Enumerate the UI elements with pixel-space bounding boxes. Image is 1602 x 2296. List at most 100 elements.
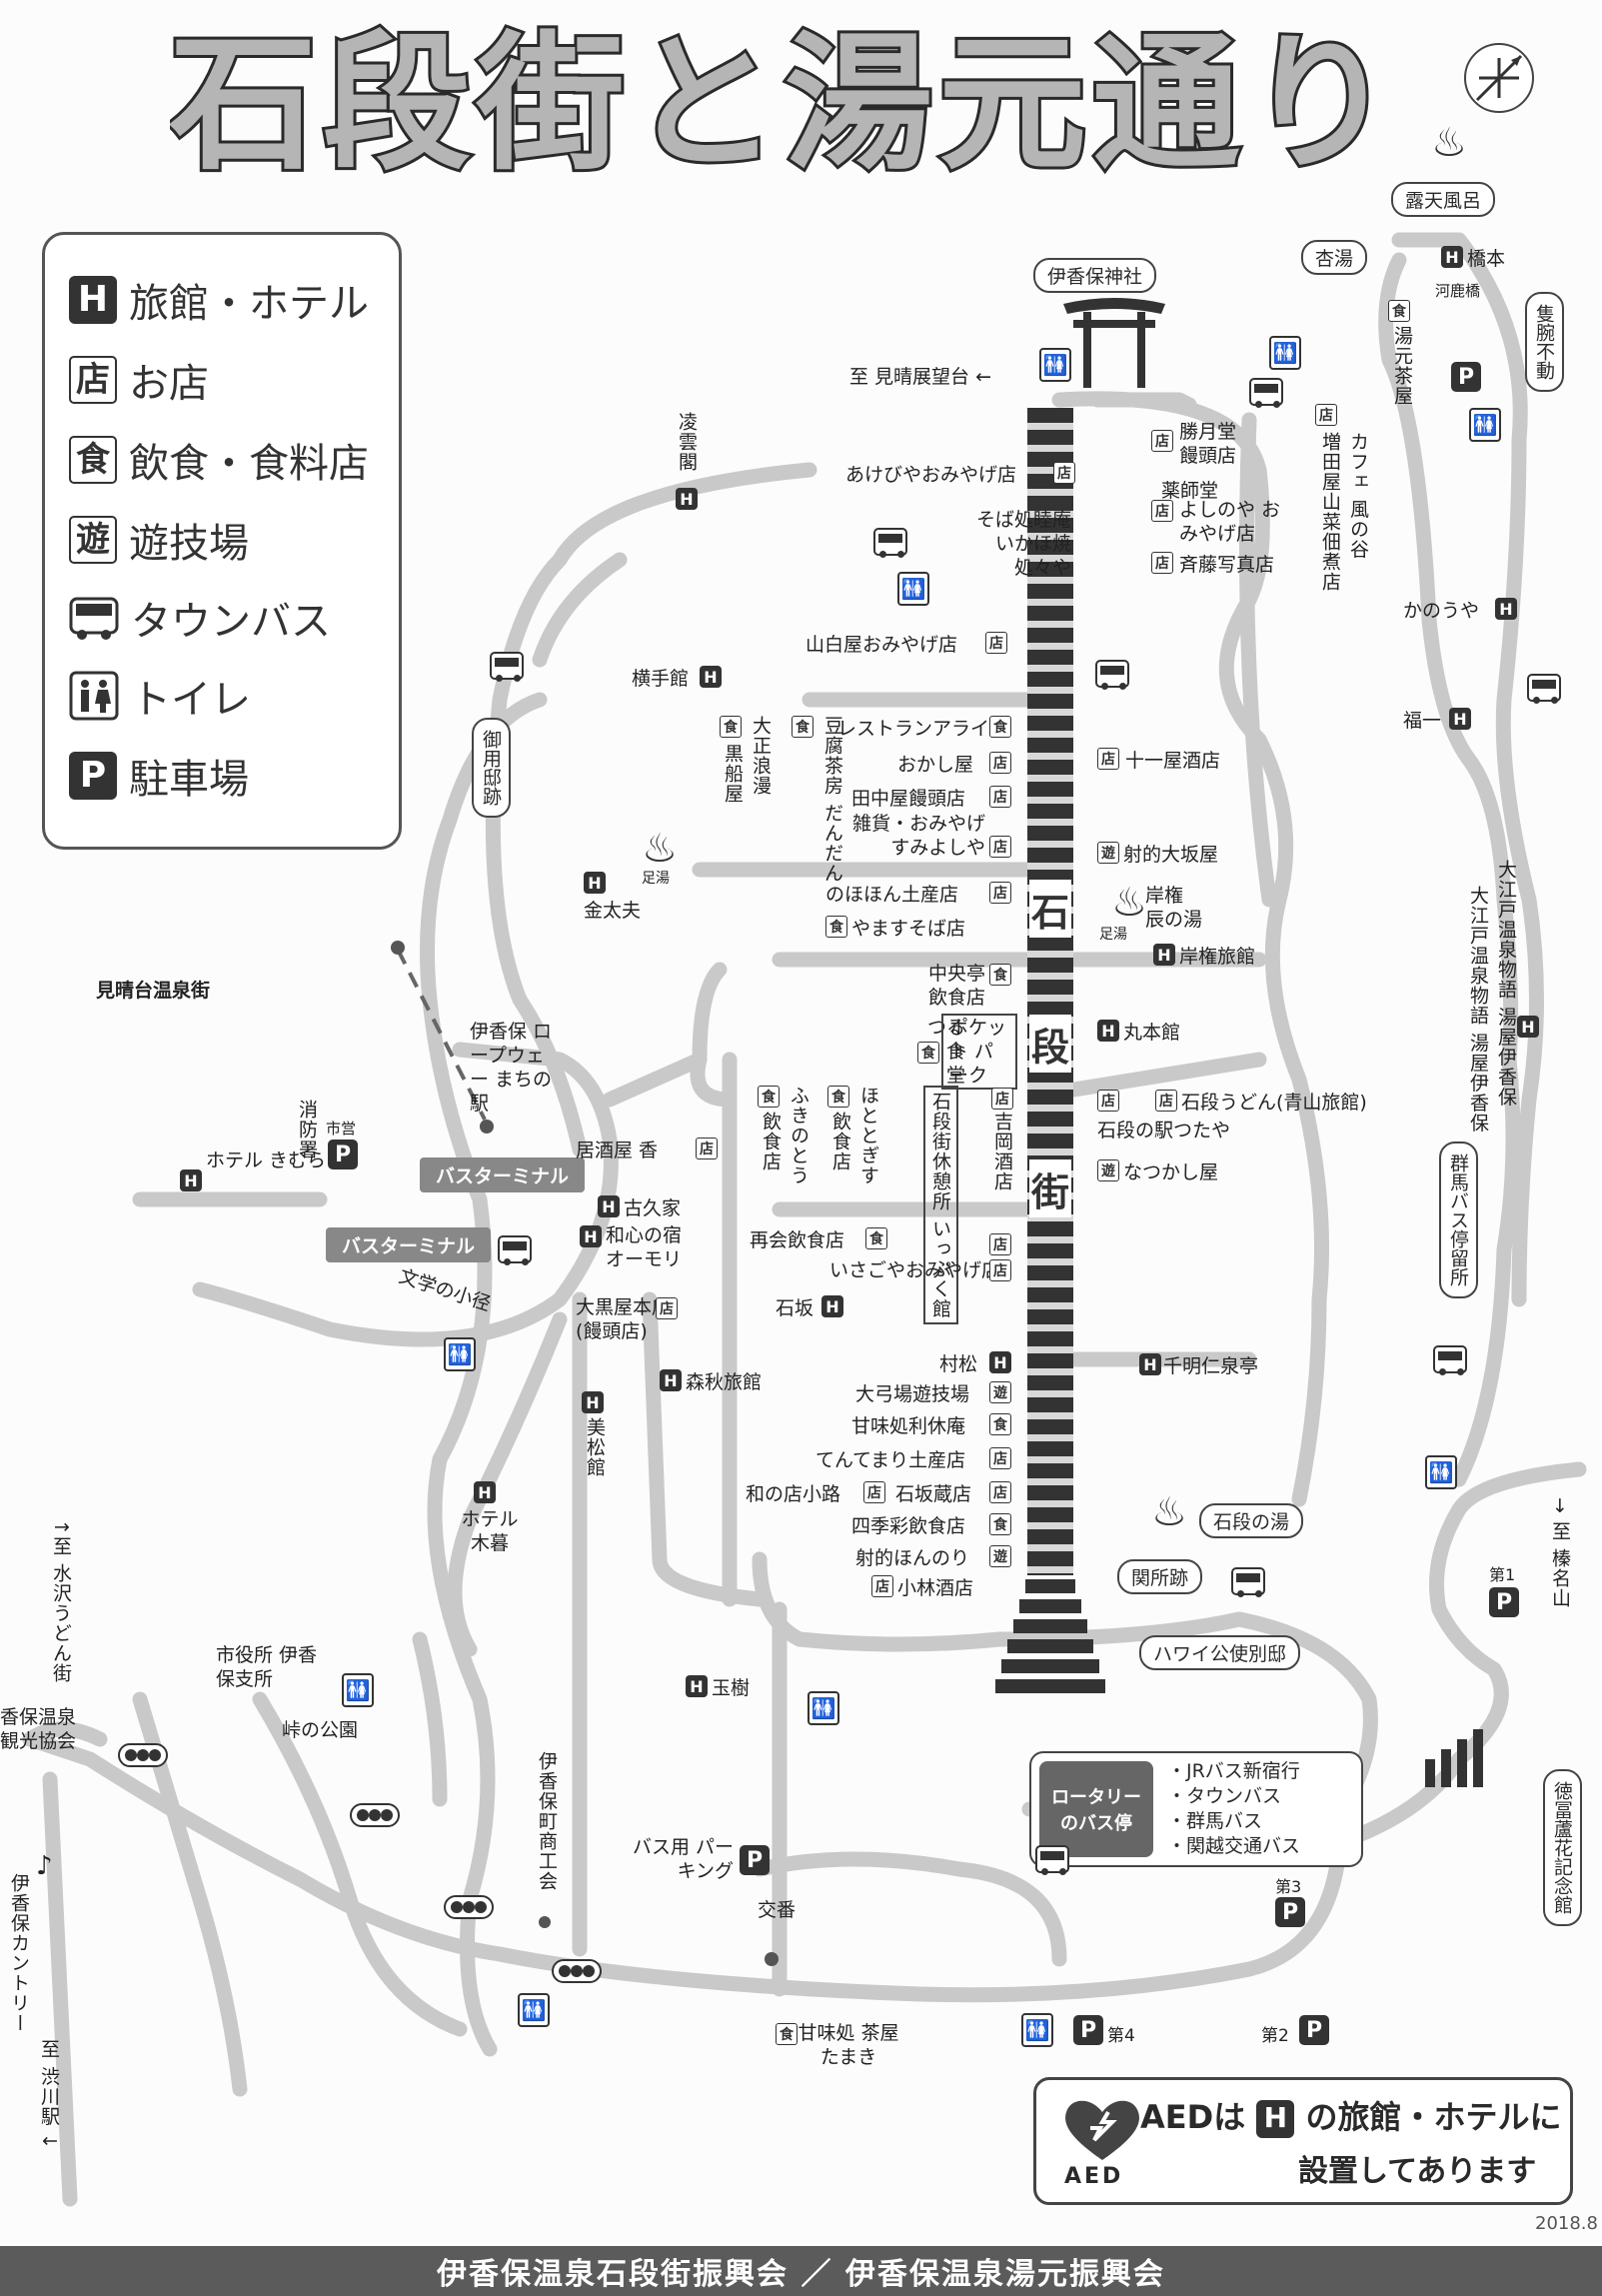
hot-spring-icon: ♨ <box>1431 120 1467 166</box>
traffic-light-icon <box>350 1803 400 1827</box>
rotary-bus-stop: ロータリー のバス停 ・JRバス新宿行 ・タウンバス ・群馬バス ・関越交通バス <box>1029 1751 1363 1867</box>
bus-icon <box>490 652 524 682</box>
bus-icon <box>1231 1567 1265 1597</box>
hashimoto-label: 橋本 <box>1467 248 1506 270</box>
legend-label: トイレ <box>131 677 251 723</box>
goyoutei-label: 御用邸跡 <box>472 718 511 818</box>
rotary-route: ・群馬バス <box>1167 1810 1263 1832</box>
parking-icon: P <box>1489 1587 1519 1617</box>
shop-icon: 店 <box>1151 430 1173 452</box>
toilet-icon: 🚻 <box>897 572 929 606</box>
kouyu-label: 杏湯 <box>1301 240 1368 275</box>
pocket-park-label: ポケット パーク <box>941 1014 1017 1090</box>
juichiya-label: 十一屋酒店 <box>1125 750 1221 772</box>
stone-steps-label: 段 <box>1029 1015 1071 1073</box>
bus-terminal-label: バスターミナル <box>326 1227 492 1262</box>
senmyoujin-label: 千明仁泉亭 <box>1163 1355 1259 1377</box>
washin-label: 和心の宿 オーモリ <box>606 1224 683 1270</box>
shoukoukai-label: 伊香保町商工会 <box>536 1751 558 1891</box>
bus-icon <box>1249 378 1283 408</box>
traffic-light-icon <box>444 1895 494 1919</box>
amusement-icon: 遊 <box>1097 842 1119 864</box>
shobousho-label: 消防署 <box>296 1100 318 1159</box>
toilet-icon: 🚻 <box>807 1691 839 1725</box>
restaurant-icon: 食 <box>989 964 1011 986</box>
katsumatado-label: 勝月堂 饅頭店 <box>1179 421 1237 467</box>
hotel-icon: H <box>1449 708 1471 730</box>
restaurant-icon: 食 <box>720 716 742 738</box>
restaurant-icon: 食 <box>989 1513 1011 1535</box>
masuda-label: 増田屋山菜佃煮店 <box>1319 432 1341 592</box>
steps-base <box>995 1579 1105 1693</box>
kokyuya-label: 古久家 <box>624 1197 682 1219</box>
amusement-icon: 遊 <box>989 1381 1011 1403</box>
legend-item-amusement: 遊 遊技場 <box>69 511 249 569</box>
saikai-label: 再会飲食店 <box>750 1229 845 1251</box>
hototogisu-label: ほととぎす <box>857 1086 879 1185</box>
kishigon-tatsu-label: 岸権 辰の湯 <box>1145 885 1203 931</box>
legend-label: お店 <box>129 361 209 407</box>
hotel-icon: H <box>180 1169 202 1191</box>
hotel-icon: H <box>700 666 722 688</box>
legend-label: 駐車場 <box>129 757 249 803</box>
restaurant-icon: 食 <box>792 716 813 738</box>
parking-icon: P <box>1299 2015 1329 2045</box>
hotel-icon: H <box>69 276 117 324</box>
izakaya-label: 居酒屋 香 <box>576 1140 659 1161</box>
hotel-icon: H <box>580 1225 602 1247</box>
shop-icon: 店 <box>989 786 1011 808</box>
okashiya-label: おかし屋 <box>897 754 974 776</box>
hotel-icon: H <box>1153 944 1175 966</box>
music-note-icon: ♪ <box>36 1851 53 1881</box>
hotel-icon: H <box>1495 598 1517 620</box>
shop-icon: 店 <box>1097 748 1119 770</box>
restaurant-icon: 食 <box>69 436 117 484</box>
shop-icon: 店 <box>1053 462 1075 484</box>
bus-icon <box>498 1235 532 1265</box>
tentemari-label: てんてまり土産店 <box>815 1449 966 1471</box>
bus-icon <box>873 528 907 558</box>
amusement-icon: 遊 <box>69 516 117 564</box>
fukuichi-label: 福一 <box>1403 710 1442 732</box>
shateki-honnori-label: 射的ほんのり <box>855 1547 970 1569</box>
traffic-light-icon <box>118 1743 168 1767</box>
parking-icon: P <box>69 752 117 800</box>
koban-label: 交番 <box>758 1899 797 1921</box>
restaurant-icon: 食 <box>825 916 847 938</box>
hot-spring-icon: ♨ <box>1151 1489 1187 1535</box>
parking-icon: P <box>740 1845 770 1875</box>
ishizaka-label: 石坂 <box>776 1297 814 1319</box>
restaurant-icon: 食 <box>865 1227 887 1249</box>
muramatsu-label: 村松 <box>939 1353 978 1375</box>
footbath-icon: ♨ <box>642 826 678 872</box>
rotary-route: ・関越交通バス <box>1167 1835 1301 1857</box>
restaurant-icon: 食 <box>827 1086 849 1108</box>
shop-icon: 店 <box>656 1297 678 1319</box>
bus-terminal-label: バスターミナル <box>420 1157 586 1192</box>
daikokuya-label: 大黒屋本店 (饅頭店) <box>576 1296 672 1342</box>
steps-east <box>1425 1729 1483 1787</box>
country-label: 伊香保カントリー <box>8 1873 30 2033</box>
to-haruna-label: → 至 榛名山 <box>1549 1497 1571 1608</box>
legend-label: タウンバス <box>131 599 331 645</box>
rotary-route-list: ・JRバス新宿行 ・タウンバス ・群馬バス ・関越交通バス <box>1167 1759 1300 1859</box>
yamasu-label: やますそば店 <box>851 918 966 940</box>
isagoya-label: いさごやおみやげ店 <box>829 1259 1001 1281</box>
saito-label: 斉藤写真店 <box>1179 554 1275 576</box>
ishidan-udon-label: 石段うどん(青山旅館) <box>1181 1092 1367 1114</box>
toilet-icon: 🚻 <box>444 1337 476 1371</box>
toilet-icon: 🚻 <box>1469 408 1501 442</box>
kanouya-label: かのうや <box>1403 600 1480 622</box>
shop-icon: 店 <box>989 1481 1011 1503</box>
hotel-icon: H <box>584 872 606 894</box>
kankou-kyoukai-label: 香保温泉 観光協会 <box>0 1706 77 1752</box>
toilet-icon: 🚻 <box>342 1673 374 1707</box>
shop-icon: 店 <box>696 1138 718 1159</box>
parking-icon: P <box>1275 1897 1305 1927</box>
hotel-kimura-label: ホテル きむら <box>206 1149 327 1171</box>
toilet-icon: 🚻 <box>1039 348 1071 382</box>
svg-text:石段街と湯元通り: 石段街と湯元通り <box>170 18 1399 190</box>
tamaki-label: 玉樹 <box>712 1677 751 1699</box>
soba-mutsumi-label: そば処睦庵 いかほ焼 処々や <box>975 509 1071 579</box>
hotel-icon: H <box>1256 2100 1295 2138</box>
